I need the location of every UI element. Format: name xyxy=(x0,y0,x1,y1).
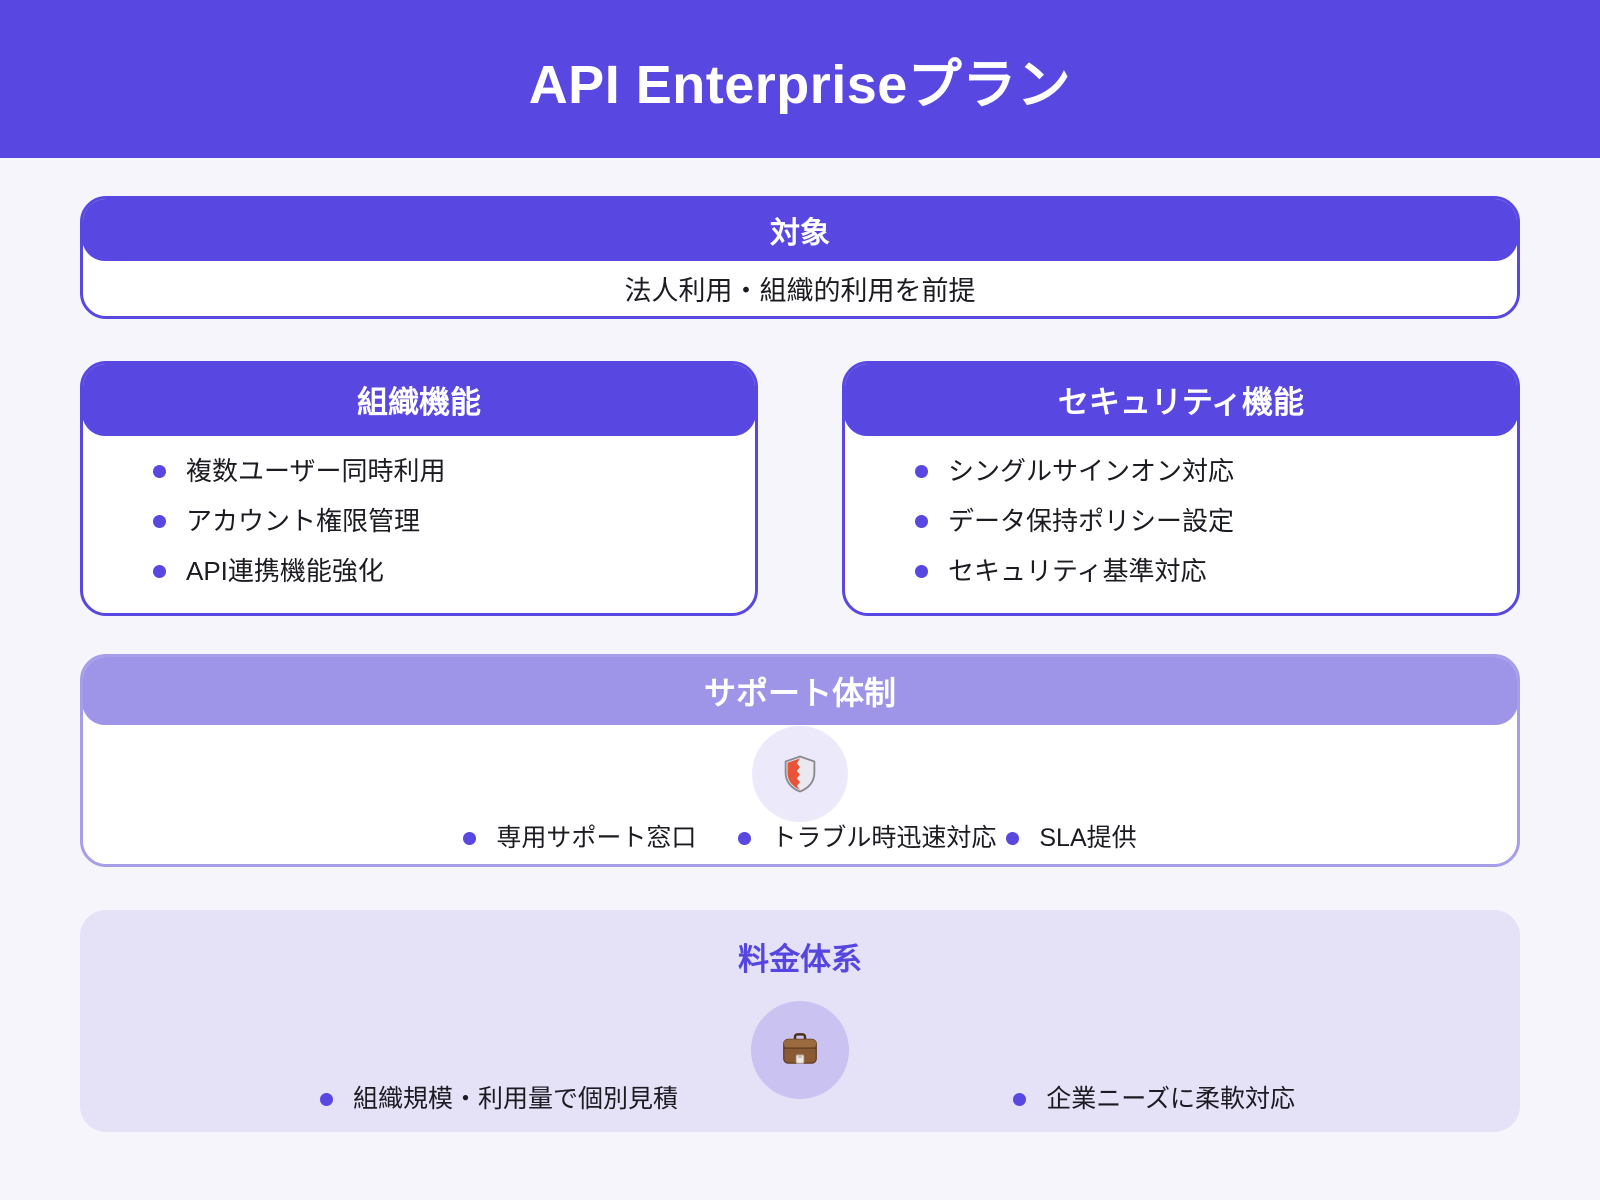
list-item: 企業ニーズに柔軟対応 xyxy=(1013,1087,1295,1112)
bullet-dot-icon xyxy=(1006,832,1020,845)
list-item-label: データ保持ポリシー設定 xyxy=(948,506,1235,536)
list-item: データ保持ポリシー設定 xyxy=(915,508,1497,534)
page-title: API Enterpriseプラン xyxy=(528,54,1072,115)
shield-icon xyxy=(784,755,816,793)
bullet-dot-icon xyxy=(153,564,166,578)
support-card-body: 専用サポート窓口 トラブル時迅速対応 SLA提供 xyxy=(83,724,1517,864)
bullet-dot-icon xyxy=(738,832,752,845)
pricing-card: 料金体系 組織規模・利用量で個別見積 企業ニーズに柔軟対応 xyxy=(80,910,1520,1132)
pricing-title: 料金体系 xyxy=(738,942,862,977)
security-list: シングルサインオン対応 データ保持ポリシー設定 セキュリティ基準対応 xyxy=(845,435,1517,613)
page-header: API Enterpriseプラン xyxy=(0,0,1600,158)
list-item-label: アカウント権限管理 xyxy=(186,506,421,536)
security-card-header: セキュリティ機能 xyxy=(845,364,1517,436)
list-item-label: API連携機能強化 xyxy=(186,556,384,586)
list-item: 複数ユーザー同時利用 xyxy=(153,458,735,484)
list-item-label: 企業ニーズに柔軟対応 xyxy=(1046,1085,1295,1113)
pricing-items-row: 組織規模・利用量で個別見積 企業ニーズに柔軟対応 xyxy=(80,1087,1520,1112)
list-item: シングルサインオン対応 xyxy=(915,458,1497,484)
bullet-dot-icon xyxy=(320,1093,333,1106)
support-icon-circle xyxy=(752,726,848,822)
bullet-dot-icon xyxy=(1013,1093,1027,1106)
list-item-label: 複数ユーザー同時利用 xyxy=(186,456,446,486)
feature-columns: 組織機能 複数ユーザー同時利用 アカウント権限管理 API連携機能強化 xyxy=(80,361,1520,616)
list-item: API連携機能強化 xyxy=(153,558,735,584)
target-card-body: 法人利用・組織的利用を前提 xyxy=(83,260,1517,316)
content: 対象 法人利用・組織的利用を前提 組織機能 複数ユーザー同時利用 アカウント権限… xyxy=(0,196,1600,1132)
pricing-icon-circle xyxy=(751,1001,849,1099)
list-item-label: セキュリティ基準対応 xyxy=(948,556,1207,586)
bullet-dot-icon xyxy=(153,514,166,528)
bullet-dot-icon xyxy=(915,564,928,578)
list-item: セキュリティ基準対応 xyxy=(915,558,1497,584)
list-item: 専用サポート窓口 xyxy=(463,826,696,851)
bullet-dot-icon xyxy=(915,514,928,528)
list-item-label: 専用サポート窓口 xyxy=(496,824,697,852)
target-card-title: 対象 xyxy=(770,216,830,250)
organization-card: 組織機能 複数ユーザー同時利用 アカウント権限管理 API連携機能強化 xyxy=(80,361,758,616)
list-item-label: トラブル時迅速対応 xyxy=(771,824,997,852)
support-card: サポート体制 専用サポート窓口 トラブル時迅速対応 xyxy=(80,654,1520,867)
support-items-row: 専用サポート窓口 トラブル時迅速対応 SLA提供 xyxy=(463,824,1137,852)
list-item-label: 組織規模・利用量で個別見積 xyxy=(353,1085,679,1113)
list-item: SLA提供 xyxy=(1006,824,1137,852)
bullet-dot-icon xyxy=(915,464,928,478)
list-item-label: シングルサインオン対応 xyxy=(948,456,1235,486)
security-card-title: セキュリティ機能 xyxy=(1057,385,1305,420)
target-card-text: 法人利用・組織的利用を前提 xyxy=(624,275,976,306)
briefcase-icon xyxy=(783,1033,817,1064)
support-card-header: サポート体制 xyxy=(83,657,1517,725)
bullet-dot-icon xyxy=(463,832,477,845)
organization-card-title: 組織機能 xyxy=(357,385,481,420)
list-item: 組織規模・利用量で個別見積 xyxy=(320,1087,678,1112)
list-item: トラブル時迅速対応 xyxy=(738,826,996,851)
target-card-header: 対象 xyxy=(83,199,1517,261)
bullet-dot-icon xyxy=(153,464,166,478)
organization-list: 複数ユーザー同時利用 アカウント権限管理 API連携機能強化 xyxy=(83,435,755,613)
list-item-label: SLA提供 xyxy=(1039,824,1137,852)
organization-card-header: 組織機能 xyxy=(83,364,755,436)
target-card: 対象 法人利用・組織的利用を前提 xyxy=(80,196,1520,319)
list-item: アカウント権限管理 xyxy=(153,508,735,534)
security-card: セキュリティ機能 シングルサインオン対応 データ保持ポリシー設定 セキュリティ基… xyxy=(842,361,1520,616)
support-card-title: サポート体制 xyxy=(703,674,896,711)
